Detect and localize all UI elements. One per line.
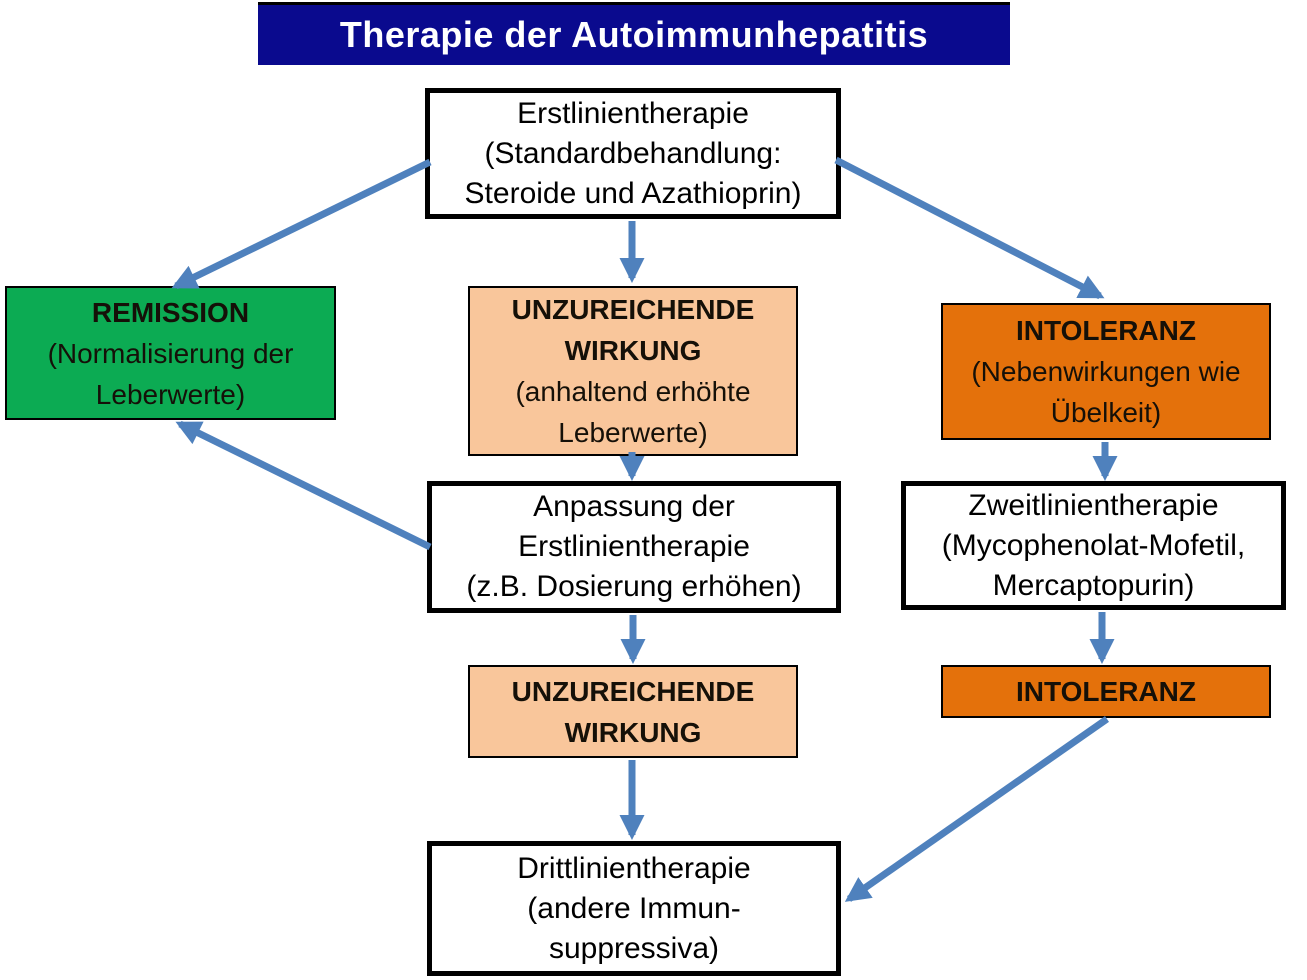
node-insufficient-effect-1-desc-line1: (anhaltend erhöhte [515, 376, 751, 407]
node-remission-desc-line1: (Normalisierung der [47, 337, 294, 369]
arrow-first-line-to-remission [171, 158, 432, 290]
node-insufficient-effect-1-label-line2: WIRKUNG [564, 335, 702, 366]
node-intolerance-2: INTOLERANZ [941, 665, 1271, 718]
node-adjustment-first-line: Anpassung der Erstlinientherapie (z.B. D… [427, 481, 841, 613]
node-insufficient-effect-1-desc-line2: Leberwerte) [558, 417, 708, 448]
node-remission-desc-line2: Leberwerte) [95, 378, 246, 410]
node-second-line-therapy: Zweitlinientherapie (Mycophenolat-Mofeti… [901, 481, 1286, 610]
node-first-line-therapy: Erstlinientherapie (Standardbehandlung: … [425, 88, 841, 219]
node-second-line-therapy-line3: Mercaptopurin) [992, 568, 1195, 602]
node-insufficient-effect-2: UNZUREICHENDE WIRKUNG [468, 665, 798, 758]
node-first-line-therapy-line1: Erstlinientherapie [517, 96, 749, 130]
node-first-line-therapy-line2: (Standardbehandlung: [484, 136, 782, 170]
node-third-line-therapy-line2: (andere Immun- [527, 891, 741, 925]
node-remission: REMISSION (Normalisierung der Leberwerte… [5, 286, 336, 420]
node-intolerance-1-label: INTOLERANZ [1016, 315, 1196, 346]
node-adjustment-line3: (z.B. Dosierung erhöhen) [466, 570, 802, 603]
arrow-first-line-to-intolerance-1 [834, 156, 1105, 300]
diagram-title: Therapie der Autoimmunhepatitis [339, 14, 929, 55]
node-intolerance-1: INTOLERANZ (Nebenwirkungen wie Übelkeit) [941, 303, 1271, 440]
node-intolerance-1-desc-line2: Übelkeit) [1050, 397, 1162, 428]
arrow-intolerance-2-to-third-line [844, 716, 1110, 902]
node-third-line-therapy-line1: Drittlinientherapie [517, 851, 751, 885]
node-insufficient-effect-2-label-line2: WIRKUNG [564, 716, 702, 748]
node-adjustment-line2: Erstlinientherapie [518, 530, 750, 563]
node-adjustment-line1: Anpassung der [533, 490, 735, 523]
node-remission-label: REMISSION [91, 296, 250, 328]
node-second-line-therapy-line1: Zweitlinientherapie [968, 488, 1219, 522]
node-intolerance-1-desc-line1: (Nebenwirkungen wie [971, 356, 1241, 387]
node-insufficient-effect-1-label-line1: UNZUREICHENDE [511, 294, 755, 325]
arrow-adjustment-to-remission [175, 420, 432, 551]
node-third-line-therapy: Drittlinientherapie (andere Immun- suppr… [427, 841, 841, 976]
node-insufficient-effect-1: UNZUREICHENDE WIRKUNG (anhaltend erhöhte… [468, 286, 798, 456]
node-second-line-therapy-line2: (Mycophenolat-Mofetil, [941, 528, 1246, 562]
diagram-title-bar: Therapie der Autoimmunhepatitis [258, 2, 1010, 65]
node-first-line-therapy-line3: Steroide und Azathioprin) [464, 176, 802, 210]
node-third-line-therapy-line3: suppressiva) [548, 931, 720, 965]
node-intolerance-2-label: INTOLERANZ [1016, 676, 1196, 707]
node-insufficient-effect-2-label-line1: UNZUREICHENDE [511, 675, 755, 707]
